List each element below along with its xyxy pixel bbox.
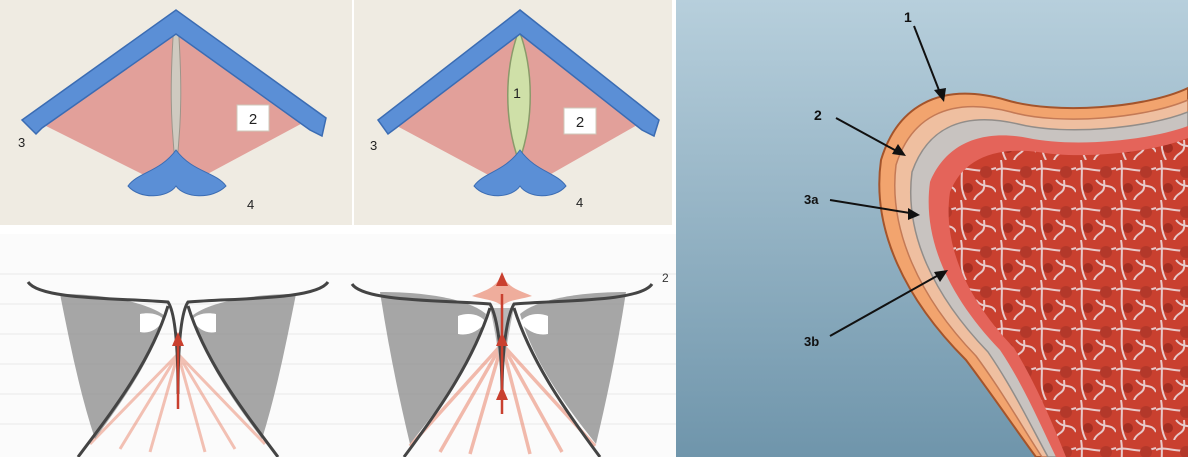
top-middle-svg: 1 2 3 4 [354, 0, 672, 232]
label-one: 1 [513, 85, 521, 101]
label-one: 1 [904, 9, 912, 25]
label-three: 3 [370, 138, 377, 153]
label-three-a: 3a [804, 192, 819, 207]
diagram-right: 1 2 3a 3b [676, 0, 1188, 457]
panel-gap [354, 225, 672, 232]
diagram-top-middle: 1 2 3 4 [354, 0, 672, 232]
diagram-bottom-left [0, 234, 340, 457]
bottom-middle-svg: 2 [340, 234, 676, 457]
label-four: 4 [576, 195, 583, 210]
diagram-top-left: 2 3 4 [0, 0, 352, 232]
label-three: 3 [18, 135, 25, 150]
label-three-b: 3b [804, 334, 819, 349]
label-two: 2 [249, 111, 257, 128]
label-two: 2 [814, 107, 822, 123]
right-svg: 1 2 3a 3b [676, 0, 1188, 457]
panel-gap [0, 225, 352, 232]
bottom-left-svg [0, 234, 340, 457]
edge-mark: 2 [662, 271, 669, 285]
label-two: 2 [576, 114, 584, 131]
diagram-bottom-middle: 2 [340, 234, 676, 457]
label-four: 4 [247, 197, 254, 212]
top-left-svg: 2 3 4 [0, 0, 352, 232]
